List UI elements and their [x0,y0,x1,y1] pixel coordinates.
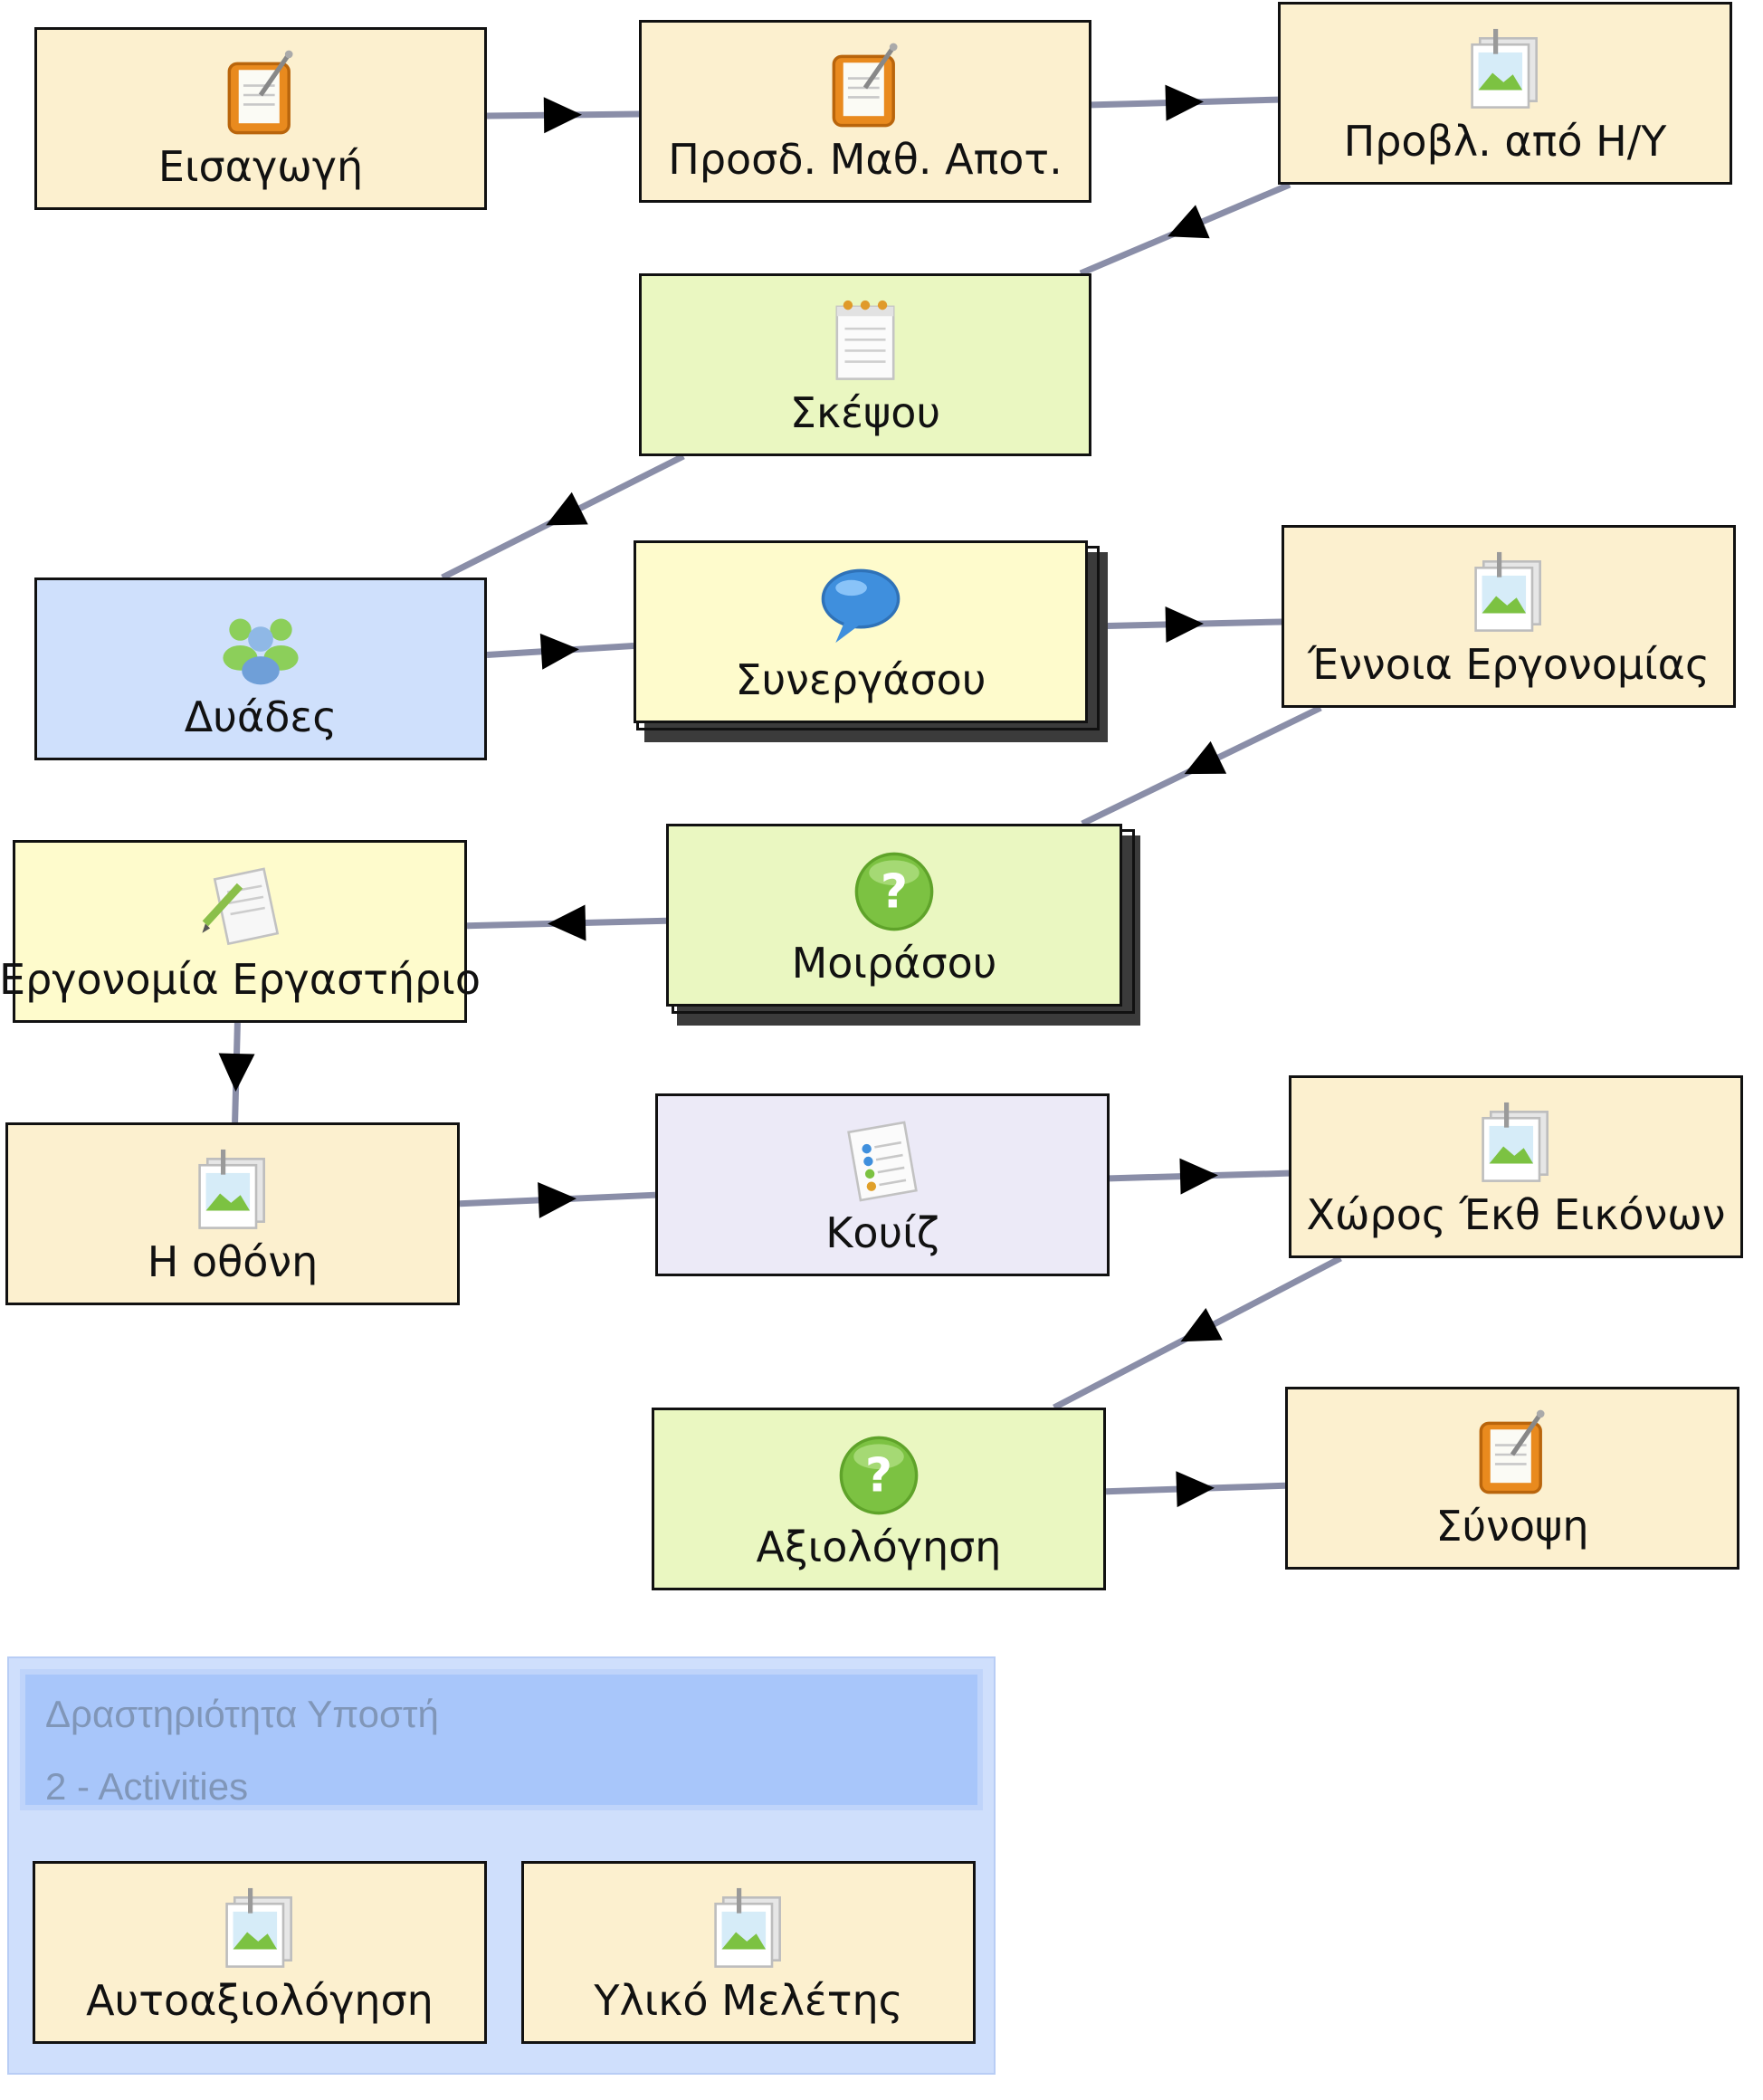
transition-arrowhead-8 [548,904,586,941]
notepad-pencil-icon [1479,1409,1545,1494]
transition-arrowhead-5 [539,633,579,670]
activity-label: Σκέψου [789,388,941,437]
grouping-label: Δυάδες [184,692,338,741]
document-pencil-icon [202,867,280,946]
quiz-list-icon [847,1121,918,1202]
activity-label: Προβλ. από Η/Υ [1343,117,1667,166]
question-icon: ? [839,1436,919,1515]
transition-arrowhead-4 [546,492,588,526]
question-icon: ? [854,852,934,931]
svg-text:?: ? [865,1448,892,1503]
image-gallery-icon [1474,551,1541,632]
image-gallery-icon [714,1887,781,1968]
activity-label: Αυτοαξιολόγηση [86,1976,434,2025]
support-group-subtitle: 2 - Activities [45,1765,249,1808]
activity-label: Σύνοψη [1435,1502,1589,1551]
transition-arrowhead-12 [1180,1308,1223,1342]
speech-bubble-icon [821,568,901,644]
support-activity-group[interactable]: Δραστηριότητα Υποστή 2 - Activities Αυτο… [7,1656,996,2075]
support-group-header: Δραστηριότητα Υποστή 2 - Activities [20,1669,983,1810]
activity-synopsi[interactable]: Σύνοψη [1285,1387,1739,1570]
activity-label: Έννοια Εργονομίας [1308,640,1710,689]
activity-skepsou[interactable]: Σκέψου [639,273,1091,456]
transition-arrowhead-7 [1184,740,1227,775]
activity-label: Εισαγωγή [157,142,364,191]
activity-provoli[interactable]: Προβλ. από Η/Υ [1278,2,1732,185]
transition-arrowhead-3 [1167,205,1210,239]
grouping-dyades[interactable]: Δυάδες [34,578,487,760]
activity-axiologisi[interactable]: ? Αξιολόγηση [652,1408,1106,1590]
activity-kouiz[interactable]: Κουίζ [655,1093,1110,1276]
activity-label: Μοιράσου [791,939,997,988]
notepad-pencil-icon [227,50,293,135]
activity-othoni[interactable]: Η οθόνη [5,1122,460,1305]
activity-prosdokomena[interactable]: Προσδ. Μαθ. Αποτ. [639,20,1091,203]
activity-label: Αξιολόγηση [756,1522,1002,1571]
activity-ergonomia[interactable]: Εργονομία Εργαστήριο [0,840,481,1023]
transition-arrowhead-10 [538,1181,577,1218]
group-users-icon [223,618,299,685]
activity-eisagogi[interactable]: Εισαγωγή [34,27,487,210]
transition-arrowhead-6 [1165,606,1204,643]
notepad-pencil-icon [832,43,898,128]
activity-label: Υλικό Μελέτης [594,1976,903,2025]
image-gallery-icon [1471,28,1538,109]
support-activity-autoaxiologisi[interactable]: Αυτοαξιολόγηση [33,1861,487,2044]
activity-moirasou[interactable]: ? Μοιράσου [666,824,1122,1007]
activity-choros[interactable]: Χώρος Έκθ Εικόνων [1289,1075,1743,1258]
image-gallery-icon [225,1887,292,1968]
activity-label: Συνεργάσου [735,655,986,704]
activity-ennoia[interactable]: Έννοια Εργονομίας [1282,525,1736,708]
transition-arrowhead-1 [543,97,582,134]
activity-label: Χώρος Έκθ Εικόνων [1306,1190,1726,1239]
transition-arrowhead-11 [1179,1158,1218,1195]
transition-arrowhead-13 [1176,1471,1215,1508]
image-gallery-icon [198,1149,265,1229]
support-group-title: Δραστηριότητα Υποστή [45,1693,439,1735]
activity-label: Κουίζ [825,1208,939,1257]
image-gallery-icon [1482,1102,1549,1182]
activity-label: Εργονομία Εργαστήριο [0,955,481,1004]
activity-label: Προσδ. Μαθ. Αποτ. [668,135,1063,184]
activity-label: Η οθόνη [147,1237,319,1286]
svg-text:?: ? [881,864,908,919]
notepad-icon [835,300,895,380]
transition-arrowhead-2 [1165,84,1204,121]
transition-arrowhead-9 [218,1053,255,1092]
support-activity-yliko[interactable]: Υλικό Μελέτης [521,1861,976,2044]
activity-synergasou[interactable]: Συνεργάσου [634,540,1088,723]
